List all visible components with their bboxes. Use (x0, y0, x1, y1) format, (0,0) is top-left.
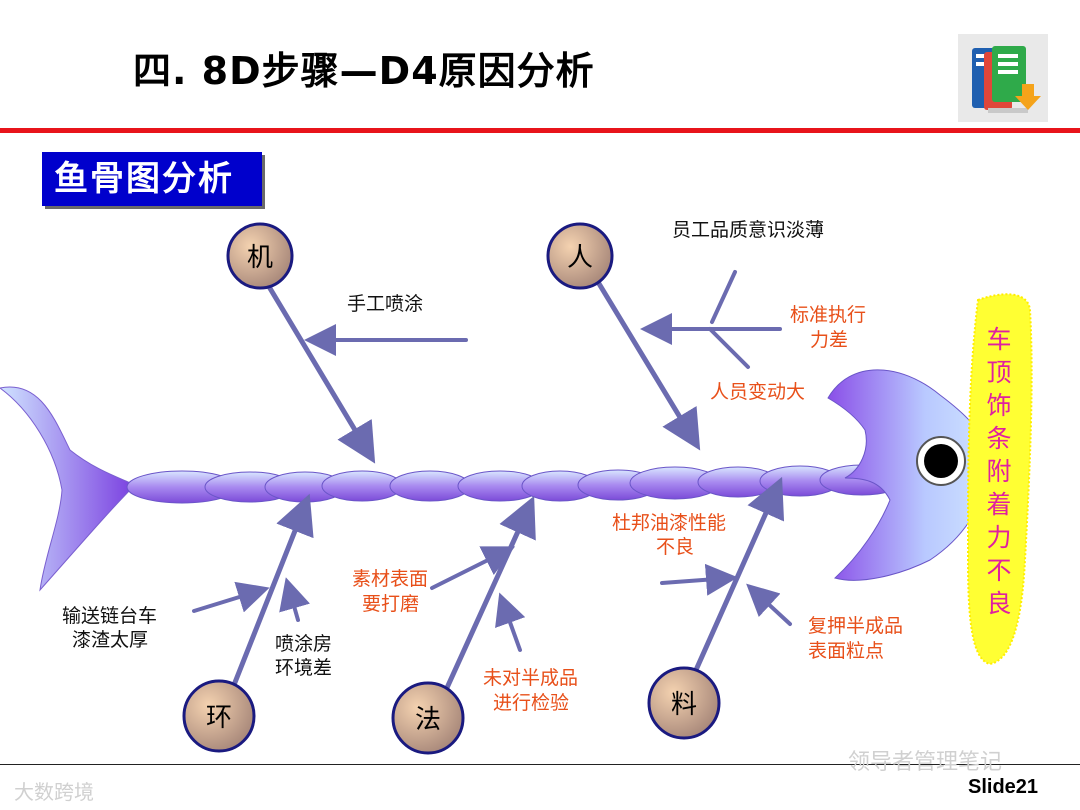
category-environment: 环 (182, 679, 256, 753)
effect-text: 车 顶 饰 条 附 着 力 不 良 (986, 325, 1011, 618)
cause-surface-line2: 要打磨 (362, 593, 419, 615)
slide-number: Slide21 (968, 776, 1039, 798)
svg-text:料: 料 (671, 690, 697, 720)
cause-inspect-line2: 进行检验 (493, 692, 569, 714)
svg-text:良: 良 (986, 589, 1011, 618)
svg-text:法: 法 (415, 705, 441, 735)
fish-tail (0, 386, 136, 592)
cause-standard-line1: 标准执行 (790, 304, 866, 326)
fish-eye-icon (916, 436, 966, 486)
footer-divider (0, 764, 1080, 765)
svg-text:附: 附 (986, 457, 1011, 486)
svg-text:力: 力 (986, 523, 1011, 552)
cause-inspect-line1: 未对半成品 (483, 667, 578, 689)
fish-head (827, 369, 991, 581)
svg-text:车: 车 (986, 325, 1011, 354)
svg-text:顶: 顶 (986, 358, 1011, 387)
cause-conveyor-line2: 漆渣太厚 (72, 629, 148, 651)
cause-quality-awareness: 员工品质意识淡薄 (672, 219, 824, 241)
svg-text:机: 机 (247, 243, 273, 273)
svg-text:条: 条 (986, 424, 1011, 453)
cause-staff-change: 人员变动大 (710, 381, 805, 403)
cause-paint-line1: 杜邦油漆性能 (612, 512, 726, 534)
svg-text:饰: 饰 (986, 391, 1011, 420)
cause-particles-line2: 表面粒点 (808, 640, 884, 662)
cause-manual-spray: 手工喷涂 (347, 293, 423, 315)
section-label: 鱼骨图分析 (42, 152, 262, 206)
cause-spray-room-line1: 喷涂房 (275, 633, 332, 655)
category-material: 料 (647, 666, 721, 740)
page-title: 四. 8D步骤—D4原因分析 (133, 49, 595, 93)
cause-conveyor-line1: 输送链台车 (62, 605, 157, 627)
watermark-right: 领导者管理笔记 (848, 750, 1003, 775)
effect-highlight (966, 293, 1033, 666)
cause-standard-line2: 力差 (810, 329, 848, 351)
watermark-left: 大数跨境 (14, 780, 94, 804)
fish-spine (126, 464, 905, 504)
svg-text:着: 着 (986, 490, 1011, 519)
cause-particles-line1: 复押半成品 (808, 615, 903, 637)
category-machine: 机 (226, 222, 294, 290)
books-download-icon (958, 34, 1048, 122)
svg-text:不: 不 (986, 556, 1011, 585)
svg-text:人: 人 (567, 243, 593, 273)
svg-text:环: 环 (206, 703, 232, 733)
category-man: 人 (546, 222, 614, 290)
title-divider (0, 128, 1080, 133)
cause-spray-room-line2: 环境差 (275, 657, 332, 679)
cause-surface-line1: 素材表面 (352, 568, 428, 590)
category-method: 法 (391, 681, 465, 755)
cause-paint-line2: 不良 (656, 536, 694, 558)
